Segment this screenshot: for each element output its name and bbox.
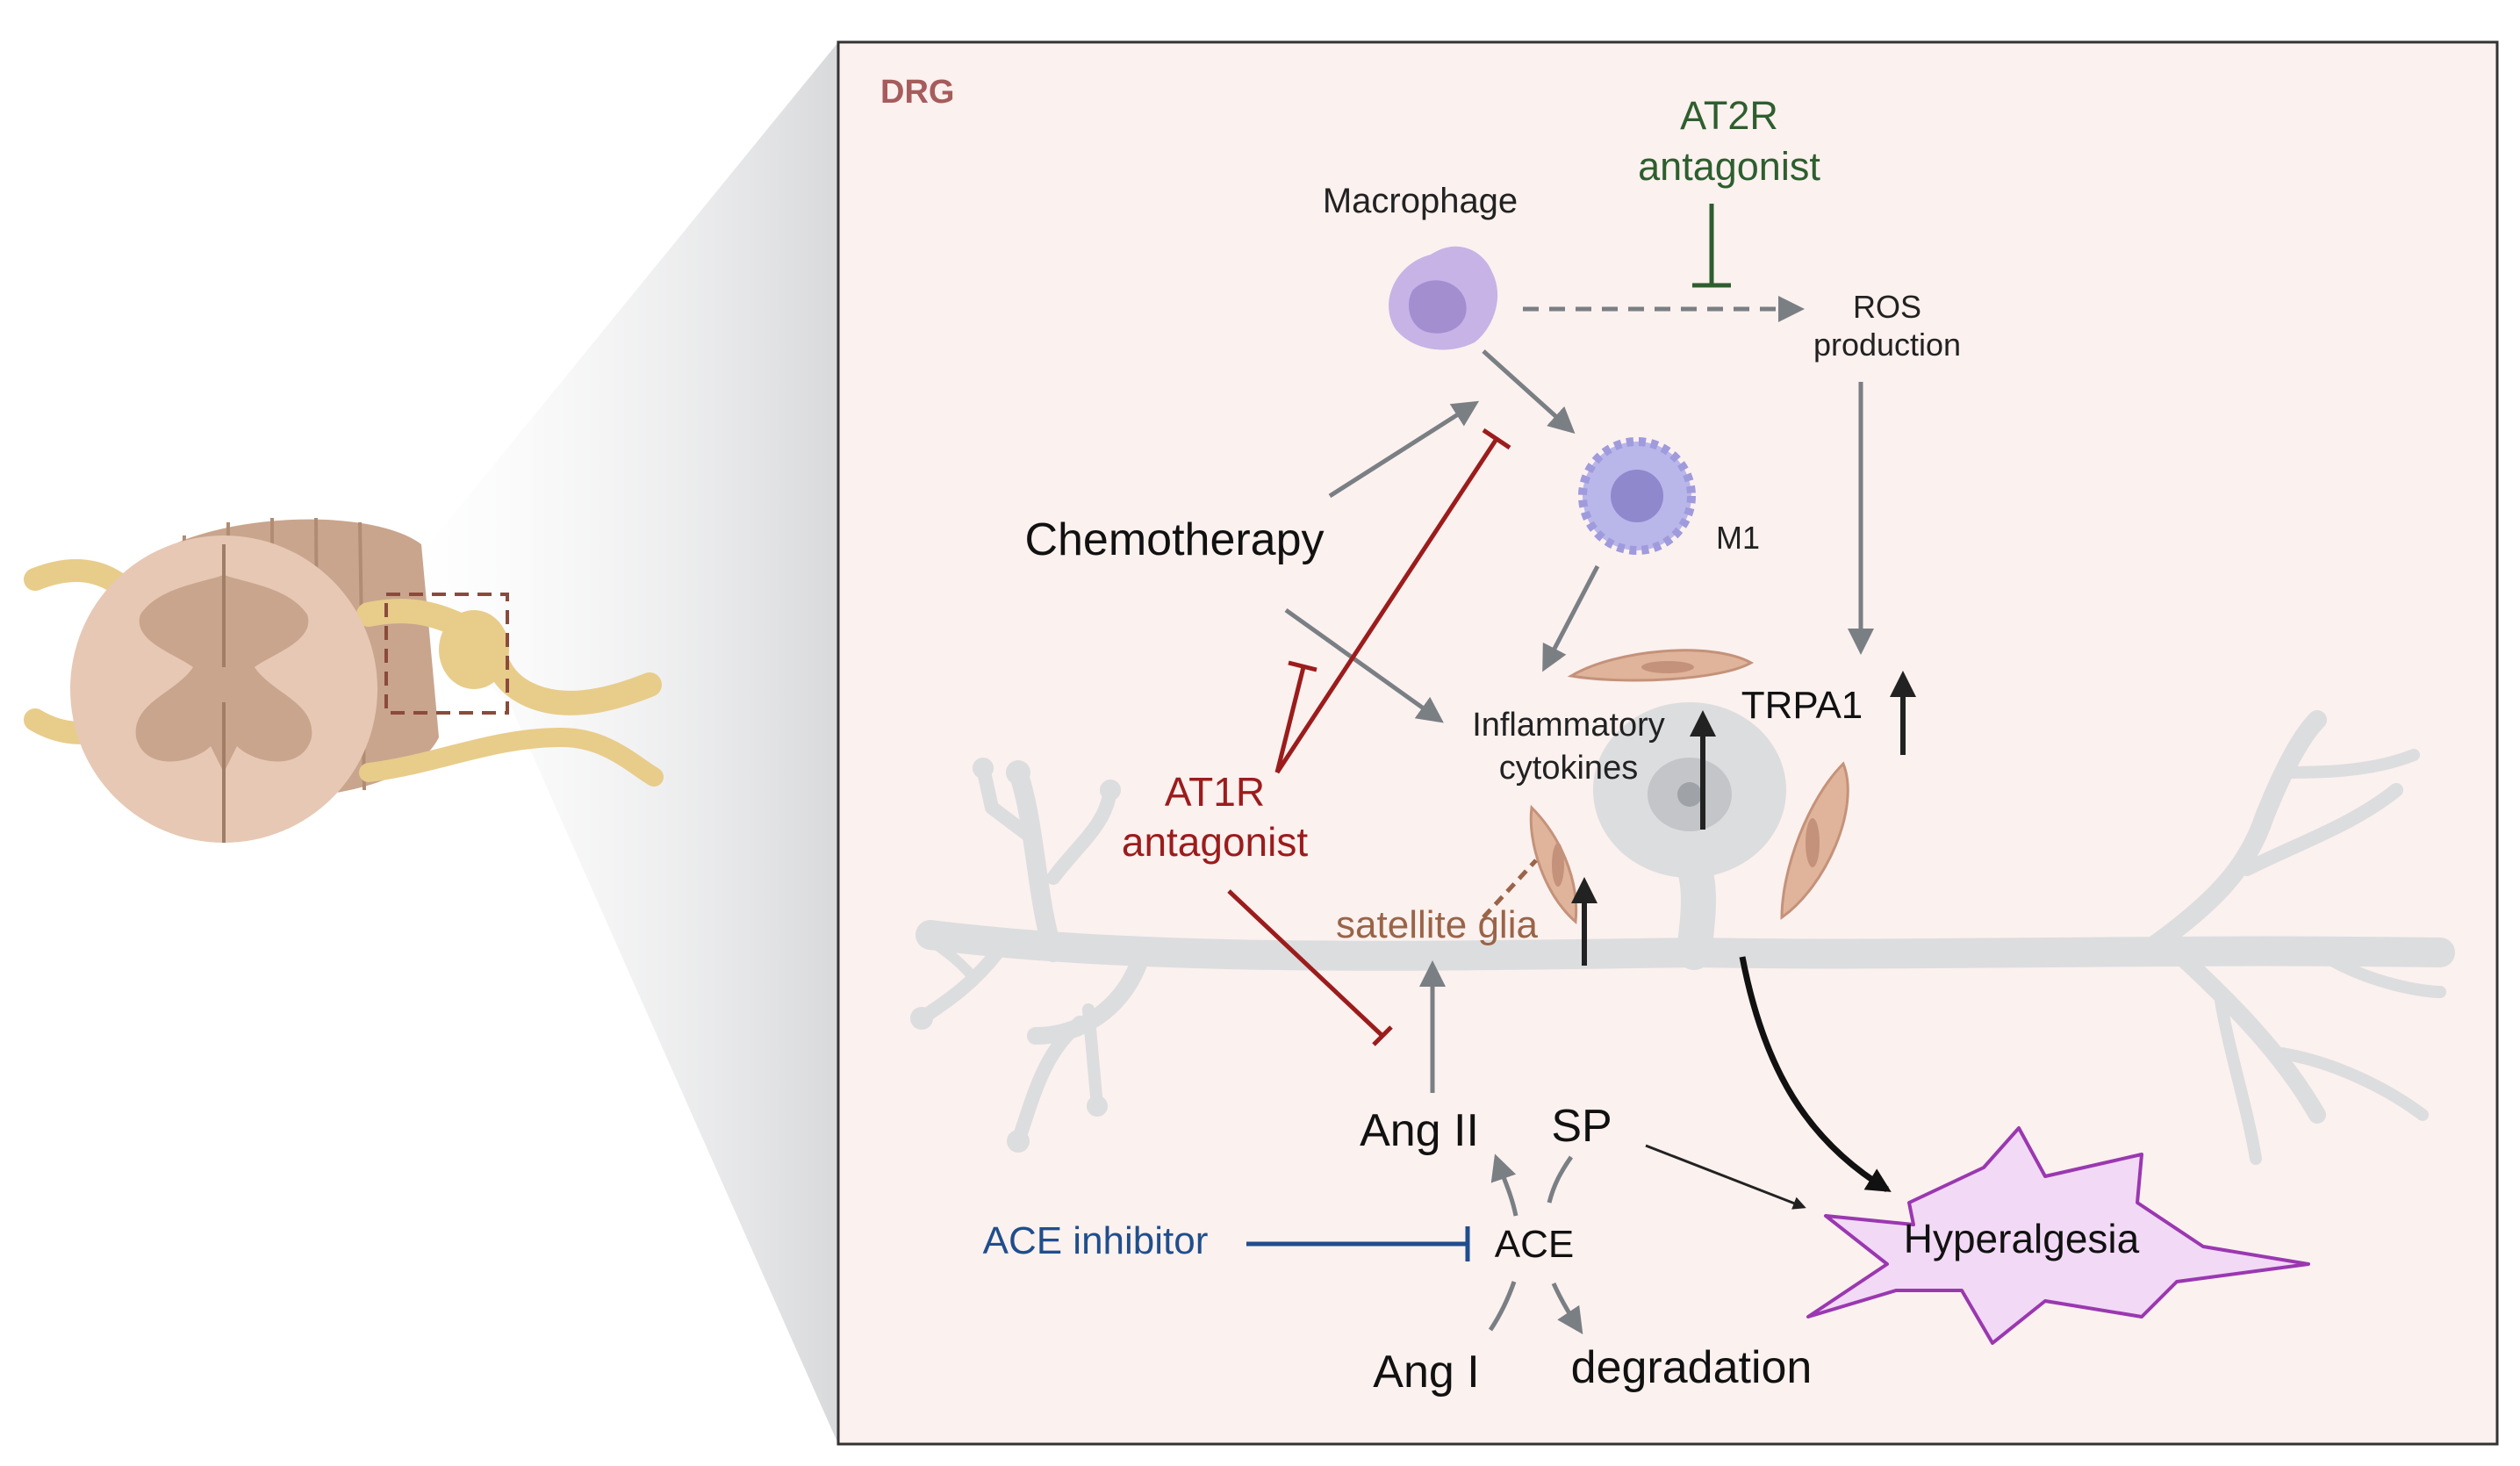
macrophage-cell-icon	[1389, 246, 1498, 350]
spinal-cord-illustration	[24, 517, 664, 843]
cytokines-label-line1: Inflammatory	[1472, 707, 1665, 744]
m1-label: M1	[1716, 520, 1760, 556]
chemotherapy-label: Chemotherapy	[1024, 514, 1324, 565]
sp-label: SP	[1551, 1101, 1612, 1152]
ace-label: ACE	[1495, 1223, 1574, 1266]
hyperalgesia-burst	[1806, 1126, 2310, 1345]
degradation-label: degradation	[1571, 1342, 1813, 1393]
neuron-soma	[1593, 702, 1786, 878]
trpa1-label: TRPA1	[1741, 684, 1863, 727]
dendrite-terminals	[910, 758, 1121, 1153]
ang-ii-label: Ang II	[1360, 1105, 1479, 1156]
ros-label-line2: production	[1813, 327, 1961, 363]
hyperalgesia-label: Hyperalgesia	[1904, 1216, 2140, 1261]
satellite-glia-label: satellite glia	[1336, 903, 1538, 946]
m1-macrophage-icon	[1578, 437, 1696, 555]
pathway-arrows	[1227, 204, 1916, 1334]
ang-i-label: Ang I	[1373, 1347, 1479, 1398]
cytokines-label-line2: cytokines	[1499, 750, 1638, 787]
ace-inhibitor-label: ACE inhibitor	[983, 1219, 1209, 1262]
at1r-label-line1: AT1R	[1165, 769, 1265, 815]
at1r-label-line2: antagonist	[1122, 819, 1308, 865]
ros-label-line1: ROS	[1853, 289, 1921, 325]
at2r-label-line2: antagonist	[1638, 144, 1820, 189]
neuron-cell-body	[915, 710, 2455, 1165]
region-label: DRG	[880, 74, 954, 111]
at2r-label-line1: AT2R	[1680, 93, 1778, 138]
macrophage-label: Macrophage	[1323, 182, 1518, 220]
